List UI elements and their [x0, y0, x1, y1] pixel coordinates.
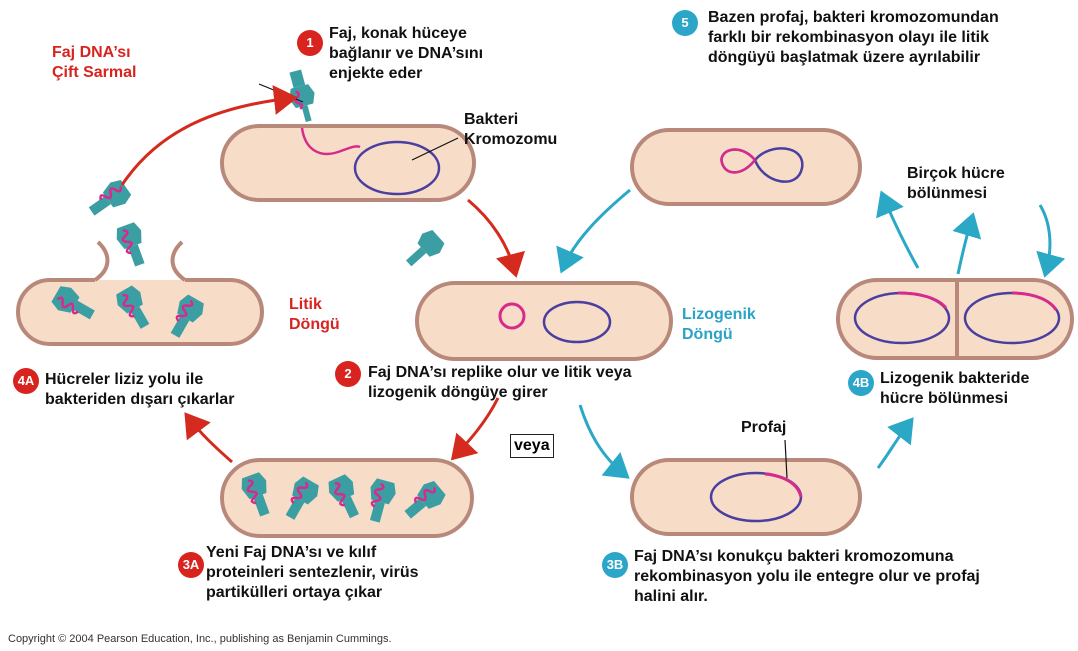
step-3b-badge: 3B	[602, 552, 628, 578]
step-5-text: Bazen profaj, bakteri kromozomundan fark…	[708, 8, 999, 68]
step-1-text: Faj, konak hüceye bağlanır ve DNA’sını e…	[329, 24, 483, 84]
arrow-infection-to-replication	[468, 200, 515, 272]
step-5-badge: 5	[672, 10, 698, 36]
lysogenic-cycle-label: Lizogenik Döngü	[682, 305, 756, 345]
cell-replication	[417, 283, 671, 359]
many-divisions-label: Birçok hücre bölünmesi	[907, 164, 1005, 204]
cell-lysis	[18, 177, 262, 344]
arrow-replication-to-assembly	[455, 398, 498, 456]
empty-phage-coat-icon	[400, 227, 447, 273]
cell-assembly	[222, 460, 472, 536]
released-phage-icon	[113, 221, 152, 269]
cell-division	[838, 280, 1072, 358]
cell-excision	[632, 130, 860, 204]
step-1-badge: 1	[297, 30, 323, 56]
lytic-cycle-label: Litik Döngü	[289, 295, 340, 335]
or-box: veya	[510, 434, 554, 458]
arrow-excision-to-replication	[563, 190, 630, 268]
step-4b-text: Lizogenik bakteride hücre bölünmesi	[880, 369, 1029, 409]
phage-dna-helix-label: Faj DNA’sı Çift Sarmal	[52, 43, 136, 83]
step-4a-badge: 4A	[13, 368, 39, 394]
cell-infection	[222, 68, 474, 200]
step-4a-text: Hücreler liziz yolu ile bakteriden dışar…	[45, 370, 234, 410]
cell-integration	[632, 440, 860, 534]
step-3a-text: Yeni Faj DNA’sı ve kılıf proteinleri sen…	[206, 543, 419, 603]
step-3b-text: Faj DNA’sı konukçu bakteri kromozomuna r…	[634, 547, 980, 607]
step-2-text: Faj DNA’sı replike olur ve litik veya li…	[368, 363, 632, 403]
prophage-label: Profaj	[741, 418, 786, 438]
arrow-division-up	[958, 218, 972, 274]
arrow-division-loop	[1040, 205, 1050, 272]
released-phage-icon	[84, 177, 133, 222]
arrow-replication-to-integration	[580, 405, 625, 475]
step-2-badge: 2	[335, 361, 361, 387]
step-3a-badge: 3A	[178, 552, 204, 578]
copyright-text: Copyright © 2004 Pearson Education, Inc.…	[8, 633, 392, 645]
arrow-integration-to-division	[878, 422, 910, 468]
arrow-assembly-to-lysis	[188, 417, 232, 462]
bacterial-chromosome-label: Bakteri Kromozomu	[464, 110, 557, 150]
arrow-division-to-excision	[883, 196, 918, 268]
step-4b-badge: 4B	[848, 370, 874, 396]
